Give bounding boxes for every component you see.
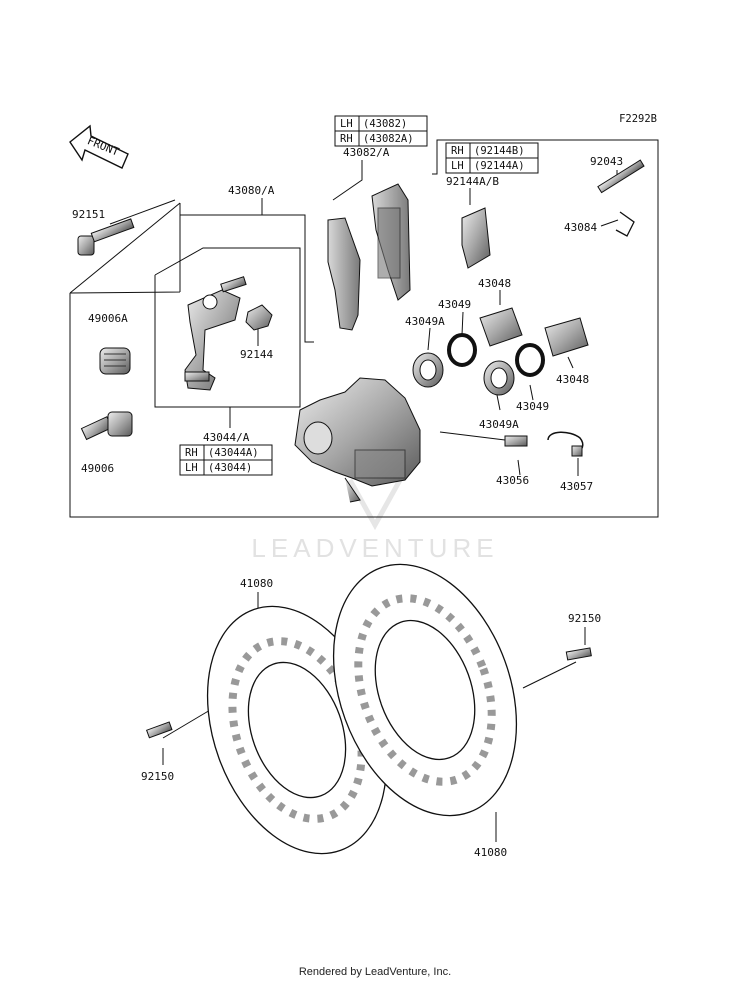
disc-bolt-right <box>565 647 592 661</box>
watermark: LEADVENTURE <box>251 478 498 563</box>
caliper-bracket <box>184 276 247 391</box>
bleeder-cap <box>547 431 584 457</box>
label-92043: 92043 <box>590 155 623 168</box>
label-49006a: 49006A <box>88 312 128 325</box>
pin-49006 <box>80 411 133 441</box>
clip-92144 <box>245 304 273 331</box>
table-43082-r2-side: RH <box>340 133 353 145</box>
watermark-text: LEADVENTURE <box>251 533 498 563</box>
table-43044-r2-num: (43044) <box>208 462 252 474</box>
table-43044: RH (43044A) LH (43044) <box>179 444 273 476</box>
label-43049-top: 43049 <box>438 298 471 311</box>
table-43044-r1-num: (43044A) <box>208 447 259 459</box>
bleeder-valve <box>504 435 528 447</box>
bolt-92151 <box>77 218 135 256</box>
assembly-box <box>69 139 659 518</box>
disc-bolt-left <box>145 721 173 739</box>
label-43082a: 43082/A <box>343 146 390 159</box>
pad-pin <box>597 159 645 194</box>
table-43044-r1-side: RH <box>185 447 198 459</box>
label-43048-right: 43048 <box>556 373 589 386</box>
table-43082: LH (43082) RH (43082A) <box>334 115 428 147</box>
table-43044-r2-side: LH <box>185 462 198 474</box>
caliper-body <box>294 377 421 503</box>
part-labels: 43082/A 43080/A 92151 92144A/B 92043 430… <box>72 146 623 859</box>
pad-spring <box>461 207 491 269</box>
leader-lines <box>69 160 619 842</box>
label-41080-left: 41080 <box>240 577 273 590</box>
pin-clip <box>615 211 635 237</box>
label-92150-left: 92150 <box>141 770 174 783</box>
label-43049a-top: 43049A <box>405 315 445 328</box>
label-92144ab: 92144A/B <box>446 175 499 188</box>
table-43082-r1-side: LH <box>340 118 353 130</box>
table-92144: RH (92144B) LH (92144A) <box>445 142 539 174</box>
boot-49006a <box>99 347 131 375</box>
figure-code: F2292B <box>619 113 657 125</box>
brake-pads <box>327 183 411 331</box>
label-43056: 43056 <box>496 474 529 487</box>
label-43048-top: 43048 <box>478 277 511 290</box>
caliper-pistons <box>412 307 589 396</box>
footer-credit: Rendered by LeadVenture, Inc. <box>299 966 451 978</box>
label-92150-right: 92150 <box>568 612 601 625</box>
table-92144-r1-num: (92144B) <box>474 145 525 157</box>
label-49006: 49006 <box>81 462 114 475</box>
label-43044a: 43044/A <box>203 431 250 444</box>
table-92144-r2-num: (92144A) <box>474 160 525 172</box>
label-43057: 43057 <box>560 480 593 493</box>
label-41080-right: 41080 <box>474 846 507 859</box>
front-arrow-icon: FRONT <box>69 124 129 169</box>
table-43082-r2-num: (43082A) <box>363 133 414 145</box>
table-92144-r1-side: RH <box>451 145 464 157</box>
table-43082-r1-num: (43082) <box>363 118 407 130</box>
table-92144-r2-side: LH <box>451 160 464 172</box>
label-92151: 92151 <box>72 208 105 221</box>
label-43049a-mid: 43049A <box>479 418 519 431</box>
label-43084: 43084 <box>564 221 597 234</box>
label-92144: 92144 <box>240 348 273 361</box>
label-43080a: 43080/A <box>228 184 275 197</box>
brake-disc-right <box>332 563 518 817</box>
label-43049-mid: 43049 <box>516 400 549 413</box>
